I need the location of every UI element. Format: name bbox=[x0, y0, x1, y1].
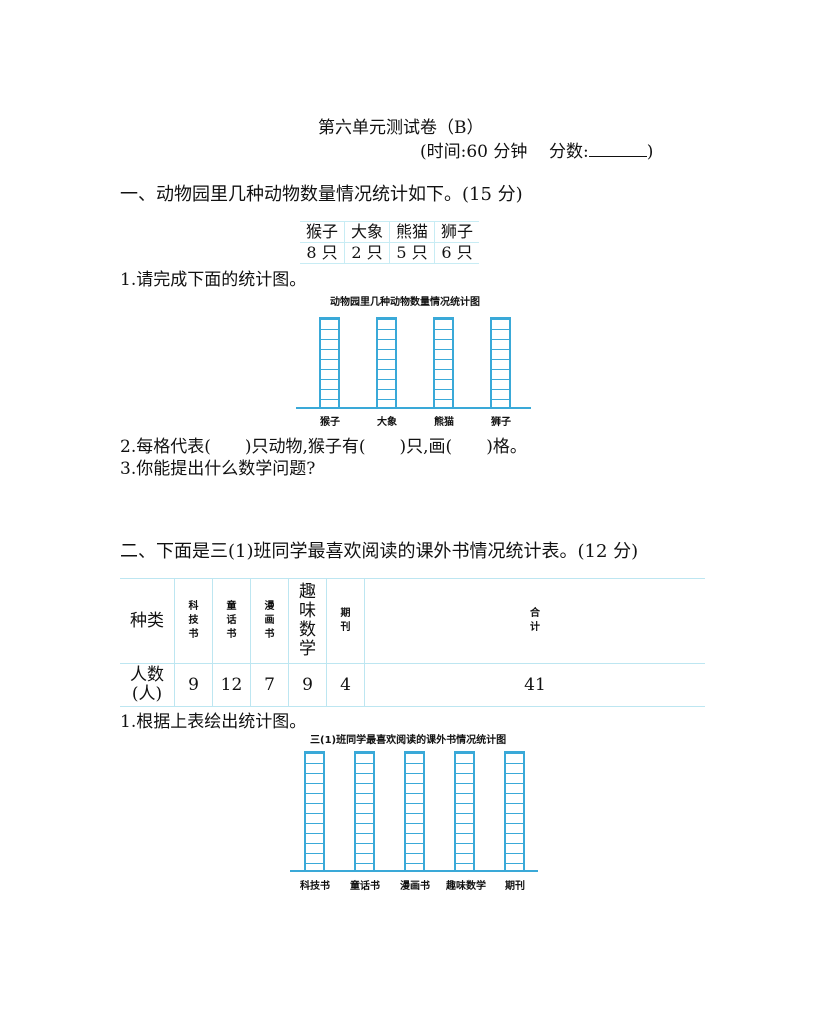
row-label: 种类 bbox=[130, 611, 164, 631]
category-label: 趣味数学 bbox=[299, 582, 316, 659]
table-cell: 期刊 bbox=[326, 578, 365, 664]
row-label: 人数(人) bbox=[130, 665, 164, 704]
animal-count-table: 猴子 大象 熊猫 狮子 8 只 2 只 5 只 6 只 bbox=[300, 221, 480, 264]
table-cell: 41 bbox=[364, 663, 705, 707]
score-label: 分数: bbox=[549, 142, 589, 162]
book-chart-label: 趣味数学 bbox=[446, 881, 486, 892]
book-chart-label: 童话书 bbox=[350, 881, 380, 892]
book-preference-table: 种类 科技书 童话书 漫画书 趣味数学 期刊 合计 人数(人) 9 12 7 9… bbox=[120, 578, 705, 707]
table-cell: 狮子 bbox=[434, 221, 480, 243]
book-chart-label: 期刊 bbox=[505, 881, 525, 892]
section1-question-1: 1.请完成下面的统计图。 bbox=[120, 270, 307, 290]
section1-question-3: 3.你能提出什么数学问题? bbox=[120, 459, 316, 479]
book-chart-label: 科技书 bbox=[300, 881, 330, 892]
time-score-line: (时间:60 分钟 分数:) bbox=[420, 137, 653, 162]
book-chart-title: 三(1)班同学最喜欢阅读的课外书情况统计图 bbox=[310, 735, 507, 746]
table-row: 猴子 大象 熊猫 狮子 bbox=[300, 221, 480, 243]
total-label: 合计 bbox=[530, 608, 540, 633]
animal-chart-label: 狮子 bbox=[491, 417, 511, 428]
table-cell: 童话书 bbox=[212, 578, 251, 664]
book-chart-column-3[interactable] bbox=[404, 751, 425, 871]
animal-chart-column-3[interactable] bbox=[433, 317, 454, 408]
book-chart-column-2[interactable] bbox=[354, 751, 375, 871]
animal-chart-title: 动物园里几种动物数量情况统计图 bbox=[330, 297, 480, 308]
time-label: (时间:60 分钟 bbox=[420, 142, 528, 162]
table-cell: 5 只 bbox=[389, 242, 435, 264]
category-label: 童话书 bbox=[226, 601, 237, 640]
table-cell: 12 bbox=[212, 663, 251, 707]
table-cell: 科技书 bbox=[174, 578, 213, 664]
score-blank[interactable] bbox=[588, 142, 647, 157]
animal-chart-baseline bbox=[296, 407, 531, 409]
table-cell: 4 bbox=[326, 663, 365, 707]
table-cell: 种类 bbox=[120, 578, 175, 664]
table-cell: 8 只 bbox=[300, 242, 345, 264]
table-cell: 合计 bbox=[364, 578, 705, 664]
section2-question-1: 1.根据上表绘出统计图。 bbox=[120, 712, 307, 732]
book-chart-column-5[interactable] bbox=[504, 751, 525, 871]
page-title: 第六单元测试卷（B） bbox=[318, 118, 484, 138]
book-chart-column-1[interactable] bbox=[304, 751, 325, 871]
animal-chart-label: 熊猫 bbox=[434, 417, 454, 428]
table-cell: 9 bbox=[288, 663, 327, 707]
table-cell: 7 bbox=[250, 663, 289, 707]
animal-chart-column-1[interactable] bbox=[319, 317, 340, 408]
table-cell: 猴子 bbox=[300, 221, 345, 243]
category-label: 科技书 bbox=[188, 601, 199, 640]
table-cell: 人数(人) bbox=[120, 663, 175, 707]
animal-chart-label: 大象 bbox=[377, 417, 397, 428]
animal-chart-label: 猴子 bbox=[320, 417, 340, 428]
table-cell: 漫画书 bbox=[250, 578, 289, 664]
book-chart-column-4[interactable] bbox=[454, 751, 475, 871]
category-label: 漫画书 bbox=[264, 601, 275, 640]
table-cell: 大象 bbox=[344, 221, 390, 243]
table-cell: 9 bbox=[174, 663, 213, 707]
table-row: 人数(人) 9 12 7 9 4 41 bbox=[120, 663, 705, 707]
section1-heading: 一、动物园里几种动物数量情况统计如下。(15 分) bbox=[120, 184, 523, 205]
section1-question-2: 2.每格代表( )只动物,猴子有( )只,画( )格。 bbox=[120, 437, 527, 457]
table-cell: 熊猫 bbox=[389, 221, 435, 243]
animal-chart-column-4[interactable] bbox=[490, 317, 511, 408]
book-chart-baseline bbox=[290, 870, 538, 872]
table-row: 种类 科技书 童话书 漫画书 趣味数学 期刊 合计 bbox=[120, 578, 705, 664]
category-label: 期刊 bbox=[340, 608, 351, 633]
table-row: 8 只 2 只 5 只 6 只 bbox=[300, 242, 480, 264]
animal-chart-column-2[interactable] bbox=[376, 317, 397, 408]
table-cell: 2 只 bbox=[344, 242, 390, 264]
book-chart-label: 漫画书 bbox=[400, 881, 430, 892]
table-cell: 6 只 bbox=[434, 242, 480, 264]
table-cell: 趣味数学 bbox=[288, 578, 327, 664]
section2-heading: 二、下面是三(1)班同学最喜欢阅读的课外书情况统计表。(12 分) bbox=[120, 541, 639, 562]
score-suffix: ) bbox=[646, 142, 654, 162]
